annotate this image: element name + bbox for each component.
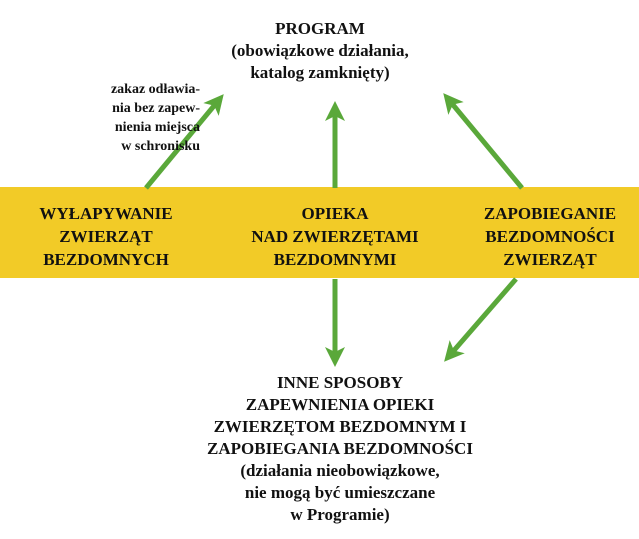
program-title: PROGRAM — [275, 19, 365, 38]
arrow-right-down — [444, 277, 518, 362]
program-box-text: PROGRAM (obowiązkowe działania, katalog … — [170, 18, 470, 84]
capture-restriction-note: zakaz odławia- nia bez zapew- nienia mie… — [50, 80, 200, 156]
arrow-left-up — [144, 94, 224, 190]
note-line-2: nia bez zapew- — [112, 101, 200, 116]
capturing-line-3: BEZDOMNYCH — [43, 250, 169, 269]
other-methods-line-4: ZAPOBIEGANIA BEZDOMNOŚCI — [207, 439, 473, 458]
note-line-4: w schronisku — [121, 139, 200, 154]
care-line-1: OPIEKA — [301, 204, 369, 223]
band-label-care: OPIEKA NAD ZWIERZĘTAMI BEZDOMNYMI — [215, 202, 455, 271]
other-methods-line-2: ZAPEWNIENIA OPIEKI — [245, 395, 435, 414]
band-label-capturing: WYŁAPYWANIE ZWIERZĄT BEZDOMNYCH — [6, 202, 206, 271]
note-line-3: nienia miejsca — [114, 120, 200, 135]
note-line-1: zakaz odławia- — [110, 82, 200, 97]
care-line-3: BEZDOMNYMI — [273, 250, 397, 269]
yellow-band-fill — [0, 187, 639, 278]
program-subtitle-line-2: katalog zamknięty) — [250, 63, 390, 82]
arrow-right-up — [443, 93, 524, 190]
yellow-band — [0, 187, 639, 278]
prevention-line-2: BEZDOMNOŚCI — [485, 227, 615, 246]
capturing-line-2: ZWIERZĄT — [59, 227, 153, 246]
prevention-line-3: ZWIERZĄT — [503, 250, 597, 269]
prevention-line-1: ZAPOBIEGANIE — [483, 204, 617, 223]
other-methods-line-3: ZWIERZĘTOM BEZDOMNYM I — [213, 417, 467, 436]
band-label-prevention: ZAPOBIEGANIE BEZDOMNOŚCI ZWIERZĄT — [460, 202, 639, 271]
other-methods-line-7: w Programie) — [290, 505, 390, 524]
other-methods-line-5: (działania nieobowiązkowe, — [240, 461, 440, 480]
other-methods-line-6: nie mogą być umieszczane — [244, 483, 436, 502]
other-methods-line-1: INNE SPOSOBY — [276, 373, 404, 392]
other-methods-box-text: INNE SPOSOBY ZAPEWNIENIA OPIEKI ZWIERZĘT… — [170, 372, 510, 526]
program-subtitle-line-1: (obowiązkowe działania, — [231, 41, 409, 60]
capturing-line-1: WYŁAPYWANIE — [39, 204, 173, 223]
care-line-2: NAD ZWIERZĘTAMI — [251, 227, 419, 246]
